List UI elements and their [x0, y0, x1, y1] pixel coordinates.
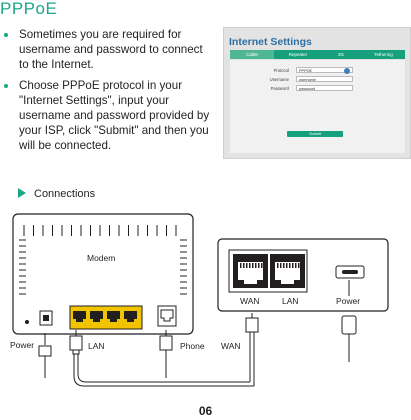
page-number: 06 — [198, 404, 213, 418]
router-lan-label: LAN — [282, 296, 299, 306]
protocol-label: Protocol — [273, 68, 289, 73]
bullet-icon — [4, 83, 8, 88]
tab-repeater: Repeater — [288, 52, 308, 57]
username-label: Username — [269, 77, 289, 82]
modem-vents — [19, 225, 187, 295]
power-cable-label: Power — [10, 340, 34, 350]
screenshot-panel: Protocol PPPOE Username username Passwor… — [230, 60, 405, 153]
list-item: Sometimes you are required for username … — [4, 27, 214, 73]
list-item: Choose PPPoE protocol in your "Internet … — [4, 78, 214, 154]
screenshot-tabs: Cable Repeater 3G Tethering — [230, 50, 405, 59]
username-field: username — [296, 76, 353, 82]
router-wan-label: WAN — [240, 296, 260, 306]
port-pins — [240, 263, 300, 268]
submit-button: Submit — [287, 131, 343, 137]
tab-tethering: Tethering — [374, 52, 393, 57]
tab-3g: 3G — [337, 52, 344, 57]
lan-cable-label: LAN — [88, 341, 105, 351]
tab-cable: Cable — [230, 50, 274, 59]
connections-heading: Connections — [18, 188, 95, 200]
screenshot-title: Internet Settings — [229, 36, 312, 48]
protocol-field: PPPOE — [296, 67, 353, 73]
phone-cable-label: Phone — [180, 341, 205, 351]
bullet-icon — [4, 33, 8, 37]
cables — [38, 280, 357, 387]
page-title: PPPoE — [0, 0, 58, 18]
wan-cable-label: WAN — [221, 341, 241, 351]
bullet-text: Sometimes you are required for username … — [19, 28, 203, 72]
modem-led-icon — [25, 320, 29, 324]
password-field: password — [296, 85, 353, 91]
dropdown-icon — [344, 68, 350, 74]
router: WAN LAN Power — [217, 238, 389, 312]
bullet-text: Choose PPPoE protocol in your "Internet … — [19, 78, 210, 153]
connections-heading-text: Connections — [34, 188, 96, 200]
instruction-list: Sometimes you are required for username … — [4, 27, 214, 159]
router-power-label: Power — [336, 296, 360, 306]
modem-phone-port — [157, 305, 177, 327]
internet-settings-screenshot: Internet Settings Cable Repeater 3G Teth… — [223, 27, 411, 159]
triangle-arrow-icon — [18, 188, 26, 198]
password-label: Password — [270, 86, 289, 91]
modem: Modem — [12, 213, 194, 335]
modem-label: Modem — [87, 253, 115, 263]
